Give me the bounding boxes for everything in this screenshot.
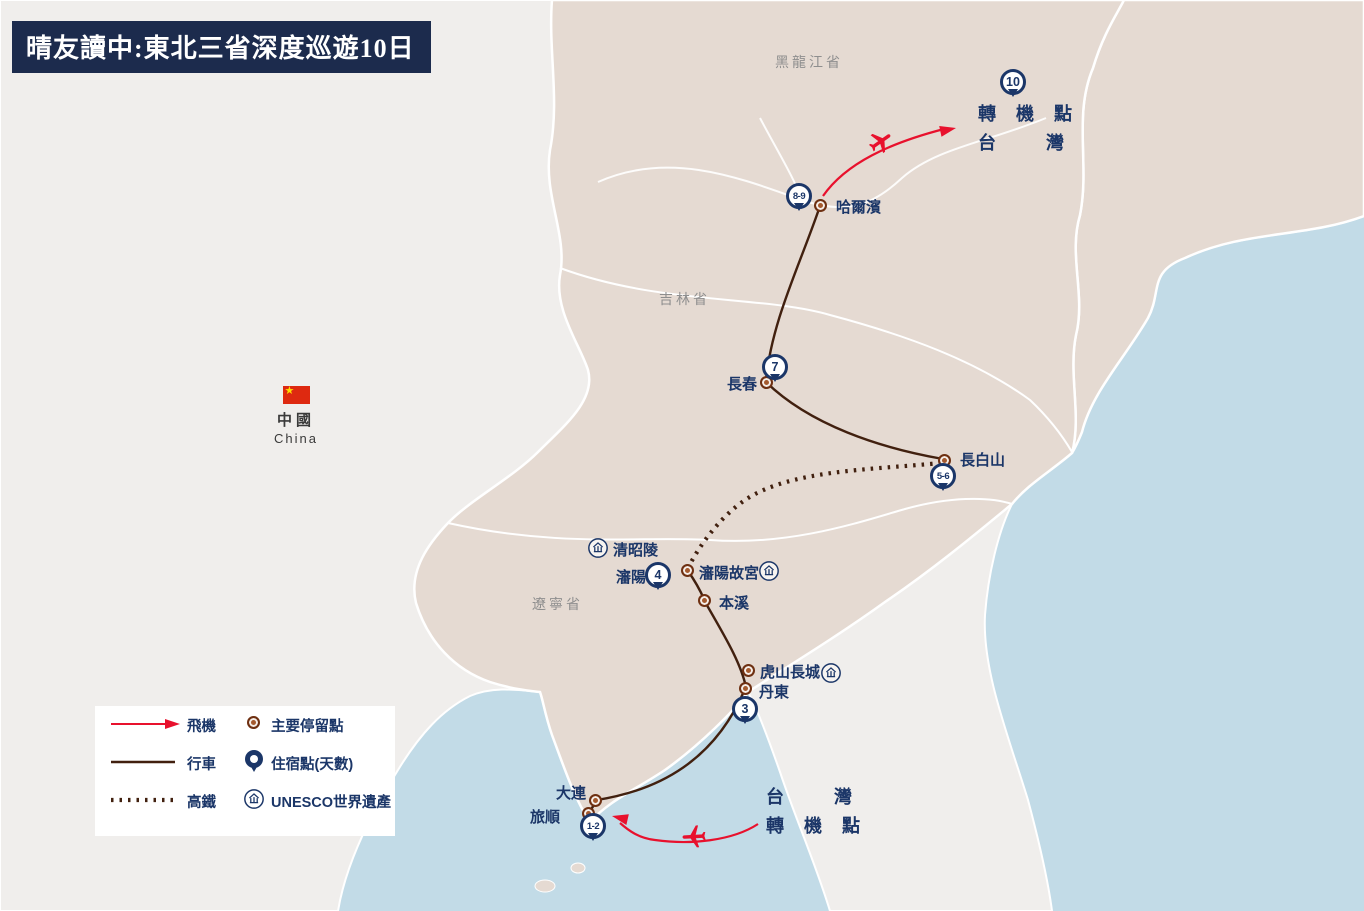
unesco-icon-hushan [821,663,841,683]
city-label-qingzhaoling: 清昭陵 [613,542,659,559]
airplane-icon [868,133,891,154]
transfer-point-taiwan-top: 轉機點 台灣 [978,100,1114,158]
unesco-icon-qingzhaoling [588,538,608,558]
legend-stop-label: 主要停留點 [271,719,344,735]
city-label-changbaishan: 長白山 [960,452,1006,469]
stop-dot-shenyang-gugong [680,563,694,577]
route-flight-taiwan-lushun [619,822,759,844]
unesco-icon-shenyang-gugong [759,561,779,581]
country-name-zh: 中國 [276,412,315,429]
stay-pin-shenyang: 4 [645,562,671,588]
city-label-benxi: 本溪 [719,595,750,612]
province-label-heilongjiang: 黑龍江省 [775,54,843,70]
city-label-changchun: 長春 [727,376,758,393]
stay-pin-changchun: 7 [762,354,788,380]
city-label-shenyang: 瀋陽 [616,569,647,586]
legend-plane-symbol [111,719,180,729]
country-block: 中國 China [268,384,324,446]
stay-pin-taiwan: 10 [1000,69,1026,95]
province-label-jilin: 吉林省 [659,291,710,307]
transfer-top-line2: 台灣 [978,133,1114,154]
route-changchun-changbai [764,380,945,461]
legend-unesco-label: UNESCO世界遺產 [271,795,392,811]
airplane-icon [682,825,706,848]
route-flight-harbin-taiwan [822,127,945,197]
legend-stop-symbol [247,716,260,729]
legend-plane-label: 飛機 [187,719,216,735]
country-name-en: China [274,431,318,446]
flight-arrowhead [612,814,629,825]
china-flag-icon [282,384,310,404]
transfer-bottom-line1: 台灣 [766,787,902,807]
stop-dot-dandong [738,681,752,695]
stay-pin-harbin: 8-9 [786,183,812,209]
legend-drive-symbol [111,760,175,764]
flight-arrowhead [939,125,956,137]
border-jilin-liaoning [447,497,1013,542]
legend-drive-label: 行車 [187,757,216,773]
legend-rail-symbol [111,797,175,803]
stay-pin-dandong: 3 [732,696,758,722]
stop-dot-hushan [741,663,755,677]
city-label-harbin: 哈爾濱 [836,199,882,216]
stay-pin-changbaishan: 5-6 [930,463,956,489]
city-label-lushun: 旅順 [530,809,561,826]
city-label-shenyang-gugong: 瀋陽故宮 [699,565,760,582]
stop-dot-harbin [813,198,827,212]
island [570,862,586,874]
legend: 飛機 行車 高鐵 主要停留點 住宿點(天數) UNESCO世界遺產 [95,706,395,836]
city-label-dalian: 大連 [556,785,587,802]
legend-rail-label: 高鐵 [187,795,216,811]
city-label-dandong: 丹東 [759,684,790,701]
stop-dot-dalian [588,793,602,807]
transfer-top-line1: 轉機點 [978,104,1092,124]
page-title: 晴友讀中:東北三省深度巡遊10日 [12,21,431,73]
routes-flight [619,127,945,844]
legend-stay-label: 住宿點(天數) [271,757,354,773]
province-label-liaoning: 遼寧省 [532,596,583,612]
city-label-hushan: 虎山長城 [760,664,821,681]
island [534,879,556,893]
transfer-bottom-line2: 轉機點 [766,816,880,837]
route-benxi-dandong [702,598,748,689]
border-heilongjiang-jilin [559,267,1073,453]
river-songhua [597,117,1047,209]
stay-pin-lushun: 1-2 [580,813,606,839]
transfer-point-taiwan-bottom: 台灣 轉機點 [766,783,902,841]
stop-dot-benxi [697,593,711,607]
legend-unesco-symbol [244,789,264,809]
route-rail-changbai-shenyang [687,460,942,567]
legend-stay-symbol [245,750,263,768]
